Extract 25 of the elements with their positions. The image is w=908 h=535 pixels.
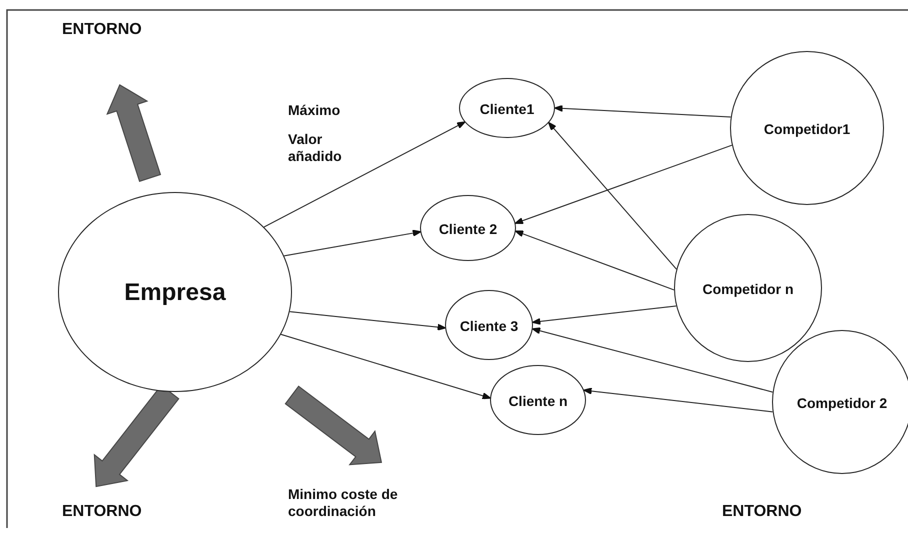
- node-label: Cliente1: [478, 100, 536, 117]
- arrow: [554, 104, 732, 118]
- annotation-text: Valor añadido: [288, 131, 343, 165]
- arrow: [548, 122, 677, 270]
- node-label: Cliente n: [507, 392, 569, 409]
- annotation-text: Máximo: [288, 102, 342, 119]
- arrow: [532, 305, 677, 325]
- region-label: ENTORNO: [722, 502, 803, 522]
- node-label: Competidor 2: [796, 394, 888, 411]
- node-label: Cliente 2: [438, 220, 498, 237]
- arrow: [583, 388, 774, 412]
- arrow: [289, 311, 446, 331]
- arrow: [284, 230, 422, 256]
- node-label: Cliente 3: [458, 318, 520, 334]
- region-label: ENTORNO: [62, 20, 143, 40]
- arrow: [514, 230, 675, 290]
- arrow: [532, 327, 774, 393]
- node-label: Competidor n: [702, 280, 794, 297]
- arrow: [514, 144, 732, 224]
- arrow: [263, 121, 466, 228]
- arrow: [280, 334, 492, 400]
- region-label: ENTORNO: [62, 502, 143, 522]
- node-label: Competidor1: [762, 120, 852, 137]
- annotation-text: Minimo coste de coordinación: [288, 486, 399, 520]
- node-label: Empresa: [123, 278, 227, 307]
